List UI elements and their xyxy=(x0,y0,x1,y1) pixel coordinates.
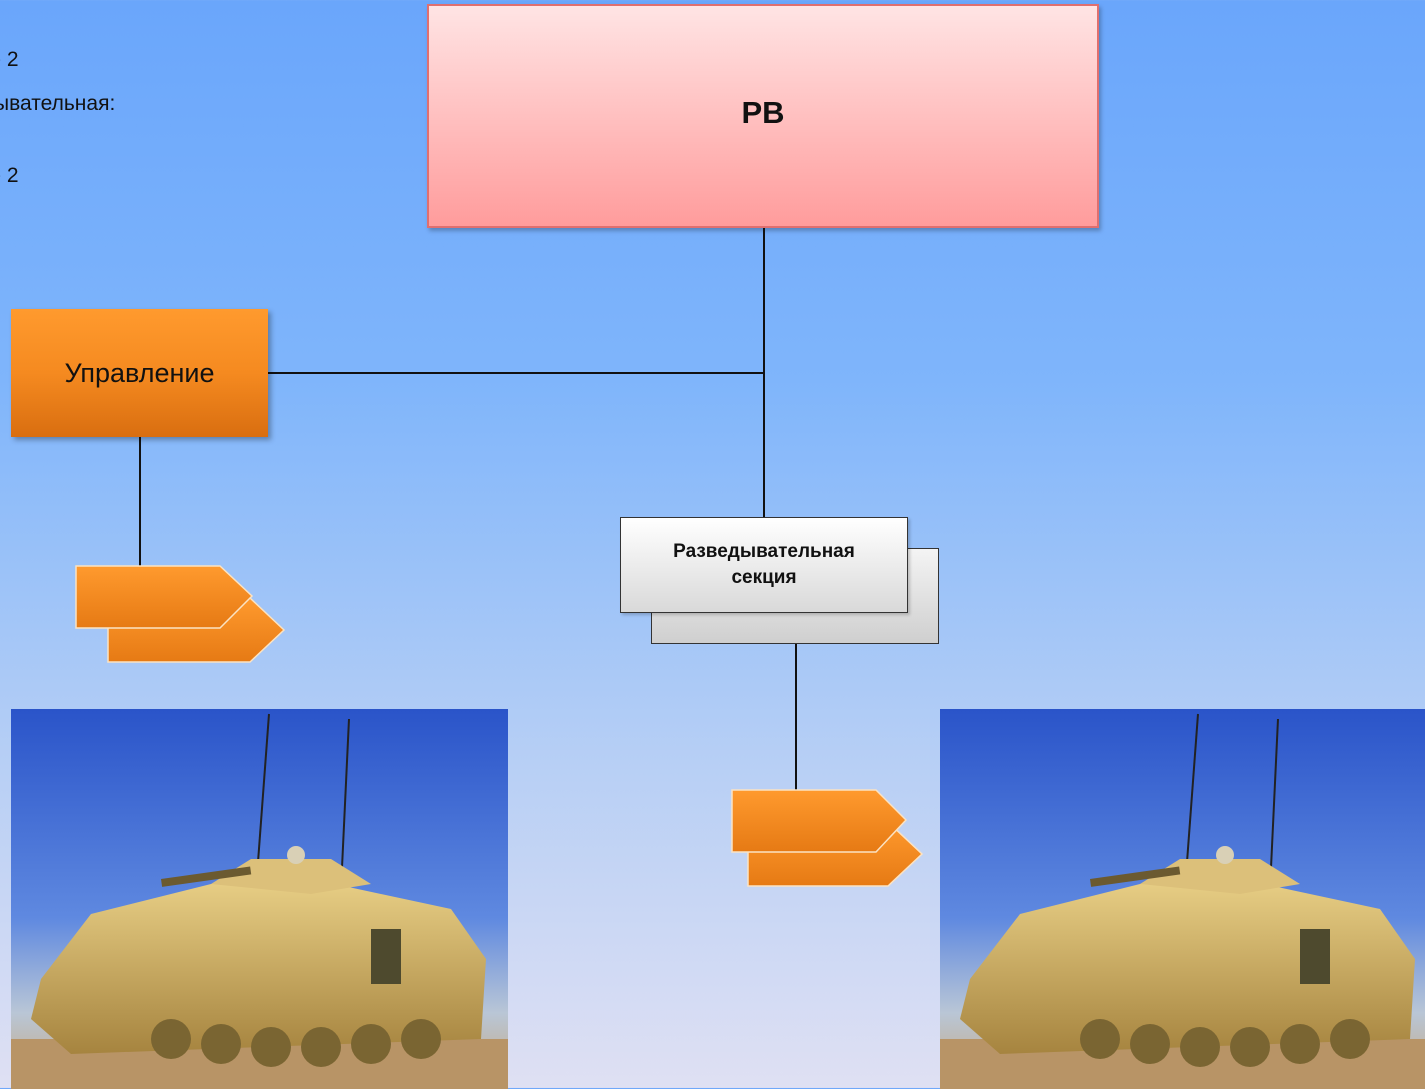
arrow-front-shape xyxy=(75,565,254,629)
recon-section-label-line2: секция xyxy=(731,567,797,588)
header-text-line-3: - 2 xyxy=(0,164,19,187)
arrow-front-shape xyxy=(731,789,908,853)
right-double-arrow-icon xyxy=(731,789,924,887)
connector-horizontal xyxy=(268,372,765,374)
rv-label: РВ xyxy=(741,95,785,130)
rv-box[interactable]: РВ xyxy=(427,4,1099,228)
recon-section-box[interactable]: Разведывательная секция xyxy=(620,517,908,613)
connector-section-down xyxy=(795,644,797,790)
header-text-line-1: - 2 xyxy=(0,48,19,71)
control-label: Управление xyxy=(64,357,215,388)
connector-control-down xyxy=(139,437,141,567)
recon-section-label-line1: Разведывательная xyxy=(673,541,855,563)
control-box[interactable]: Управление xyxy=(11,309,268,437)
right-vehicle-photo xyxy=(940,709,1425,1089)
left-vehicle-photo xyxy=(11,709,508,1089)
header-text-line-2: ывательная: xyxy=(0,92,116,115)
left-double-arrow-icon xyxy=(75,565,286,663)
